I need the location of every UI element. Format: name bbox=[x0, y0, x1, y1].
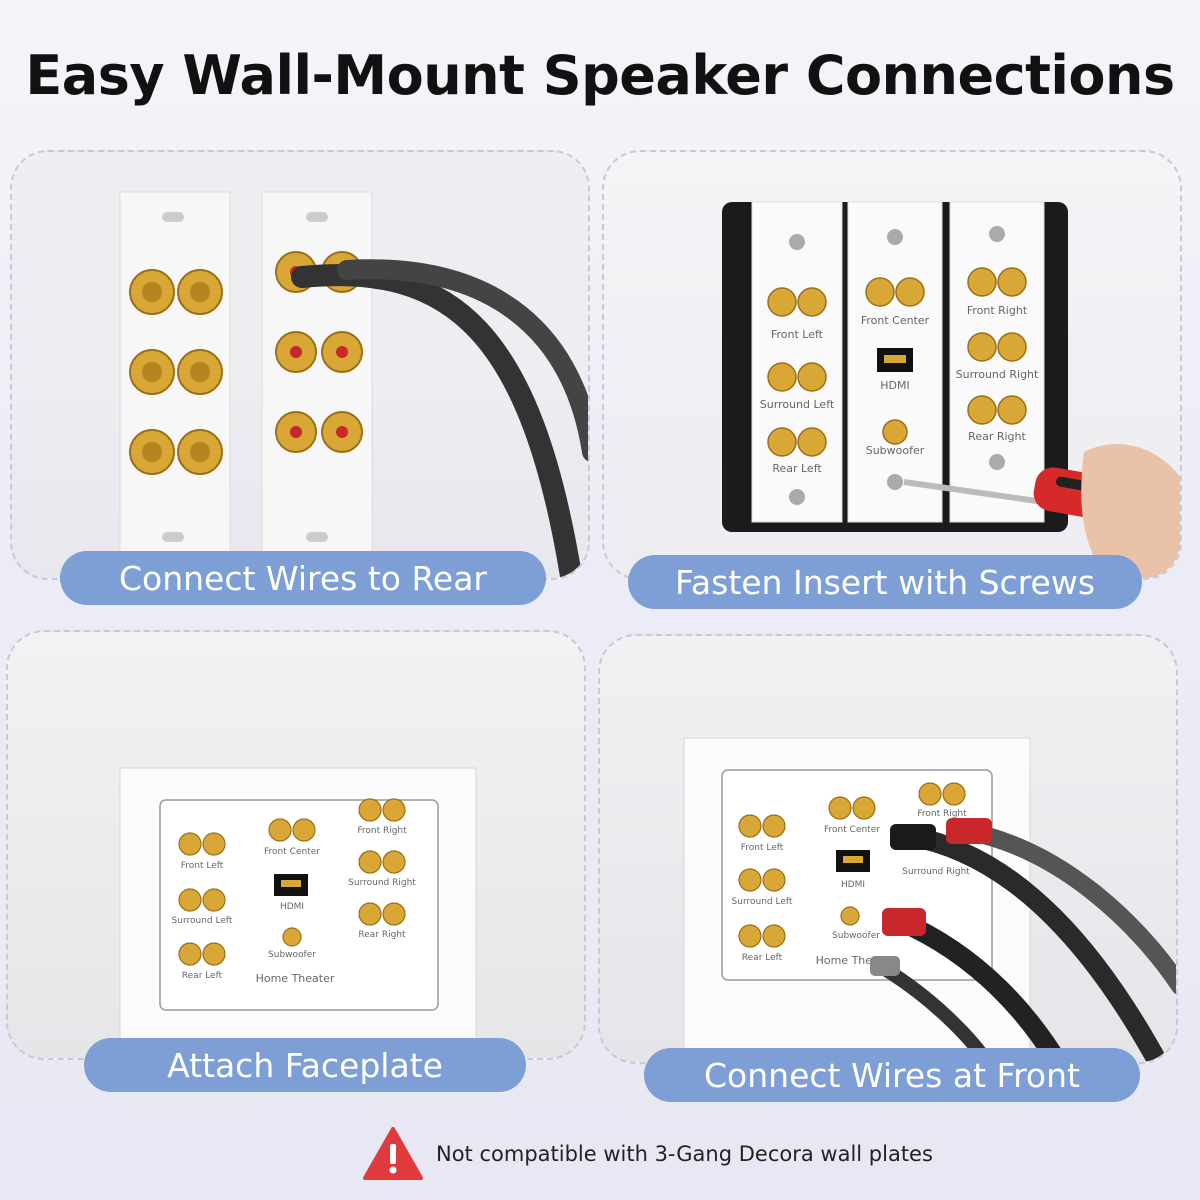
front-connection-illustration: Front Left Surround Left Rear Left Front… bbox=[683, 737, 1176, 1062]
label-front-left: Front Left bbox=[741, 843, 784, 853]
compatibility-warning: Not compatible with 3-Gang Decora wall p… bbox=[362, 1126, 933, 1182]
label-hdmi: HDMI bbox=[280, 902, 304, 912]
label-front-left: Front Left bbox=[771, 328, 824, 341]
step-label-connect-front: Connect Wires at Front bbox=[644, 1048, 1140, 1102]
label-rear-left: Rear Left bbox=[742, 953, 783, 963]
step-panel-connect-rear bbox=[10, 150, 590, 580]
insert-rear-right bbox=[261, 191, 373, 563]
label-surround-right: Surround Right bbox=[956, 368, 1039, 381]
label-rear-right: Rear Right bbox=[358, 930, 406, 940]
label-front-center: Front Center bbox=[824, 825, 880, 835]
label-front-center: Front Center bbox=[264, 847, 320, 857]
step-panel-fasten-screws: Front Left Surround Left Rear Left Front… bbox=[602, 150, 1182, 580]
step-label-attach-faceplate: Attach Faceplate bbox=[84, 1038, 526, 1092]
banana-plug-connectors bbox=[870, 818, 992, 976]
label-subwoofer: Subwoofer bbox=[832, 931, 880, 941]
label-rear-left: Rear Left bbox=[182, 971, 223, 981]
insert-right: Front Right Surround Right Rear Right bbox=[949, 201, 1045, 523]
rear-inserts-illustration bbox=[12, 152, 588, 578]
label-subwoofer: Subwoofer bbox=[866, 444, 925, 457]
label-rear-right: Rear Right bbox=[968, 430, 1026, 443]
warning-triangle-icon bbox=[363, 1127, 423, 1180]
label-surround-right: Surround Right bbox=[902, 867, 970, 877]
insert-center: Front Center HDMI Subwoofer bbox=[847, 201, 943, 523]
insert-rear-left bbox=[119, 191, 231, 563]
label-subwoofer: Subwoofer bbox=[268, 950, 316, 960]
step-panel-connect-front: Front Left Surround Left Rear Left Front… bbox=[598, 634, 1178, 1064]
label-surround-left: Surround Left bbox=[760, 398, 835, 411]
step-label-fasten-screws: Fasten Insert with Screws bbox=[628, 555, 1142, 609]
step-panel-attach-faceplate: Front Left Surround Left Rear Left Front… bbox=[6, 630, 586, 1060]
label-hdmi: HDMI bbox=[841, 880, 865, 890]
page-title: Easy Wall-Mount Speaker Connections bbox=[25, 44, 1175, 107]
banana-plug-cables bbox=[873, 821, 1176, 1062]
label-surround-left: Surround Left bbox=[172, 916, 233, 926]
label-hdmi: HDMI bbox=[880, 379, 909, 392]
screwdriver-icon bbox=[903, 444, 1180, 578]
label-front-left: Front Left bbox=[181, 861, 224, 871]
step-label-connect-rear: Connect Wires to Rear bbox=[60, 551, 546, 605]
label-surround-right: Surround Right bbox=[348, 878, 416, 888]
label-front-center: Front Center bbox=[861, 314, 930, 327]
fasten-inserts-illustration: Front Left Surround Left Rear Left Front… bbox=[722, 201, 1180, 578]
label-home-theater: Home Theater bbox=[256, 972, 335, 985]
label-front-right: Front Right bbox=[357, 826, 407, 836]
faceplate-illustration: Front Left Surround Left Rear Left Front… bbox=[119, 767, 477, 1058]
label-surround-left: Surround Left bbox=[732, 897, 793, 907]
label-front-right: Front Right bbox=[967, 304, 1028, 317]
warning-text: Not compatible with 3-Gang Decora wall p… bbox=[436, 1142, 933, 1166]
speaker-cable bbox=[291, 259, 588, 578]
label-front-right: Front Right bbox=[917, 809, 967, 819]
label-rear-left: Rear Left bbox=[772, 462, 822, 475]
insert-left: Front Left Surround Left Rear Left bbox=[751, 201, 843, 523]
